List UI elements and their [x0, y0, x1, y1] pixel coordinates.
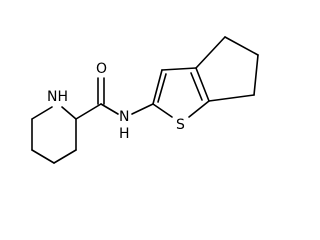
atom-n-amide: N — [119, 109, 129, 125]
bond-c2-carbonyl — [75, 103, 102, 120]
bond-c5-c4 — [31, 149, 55, 164]
molecule-structure: NH O N H S — [31, 36, 259, 164]
atom-labels: NH O N H S — [47, 61, 185, 142]
bond-c4-c3 — [53, 149, 77, 164]
cyclopentane-ring — [195, 36, 259, 102]
bond-c6a-s — [188, 100, 210, 118]
atom-h-amide: H — [119, 126, 130, 142]
atom-n-piperidine: NH — [47, 89, 68, 105]
bond-c2-n1 — [61, 106, 77, 120]
bond-carbonyl-nh — [100, 103, 119, 115]
bond-c6-c6a — [208, 94, 255, 102]
bond-c3a-c4 — [195, 36, 226, 69]
piperidine-ring — [31, 106, 77, 164]
bond-nh-thiophene — [131, 103, 154, 115]
bond-c3a-c6a-inner — [190, 72, 203, 101]
atom-s-thiophene: S — [176, 117, 185, 133]
bond-c3-c3a — [161, 67, 197, 71]
atom-o-carbonyl: O — [96, 61, 107, 77]
thiophene-ring — [152, 67, 210, 118]
bond-c5-c6 — [253, 54, 259, 96]
bond-c4-c5 — [224, 36, 259, 56]
bond-c3a-c6a — [195, 67, 210, 102]
bond-c6-n1 — [31, 106, 53, 120]
bond-c2-c3 — [152, 69, 163, 105]
carboxamide-group — [75, 77, 119, 120]
bond-s-c2 — [152, 103, 173, 118]
structure-canvas: NH O N H S — [31, 36, 259, 164]
bond-c2-c3-inner — [157, 73, 167, 103]
